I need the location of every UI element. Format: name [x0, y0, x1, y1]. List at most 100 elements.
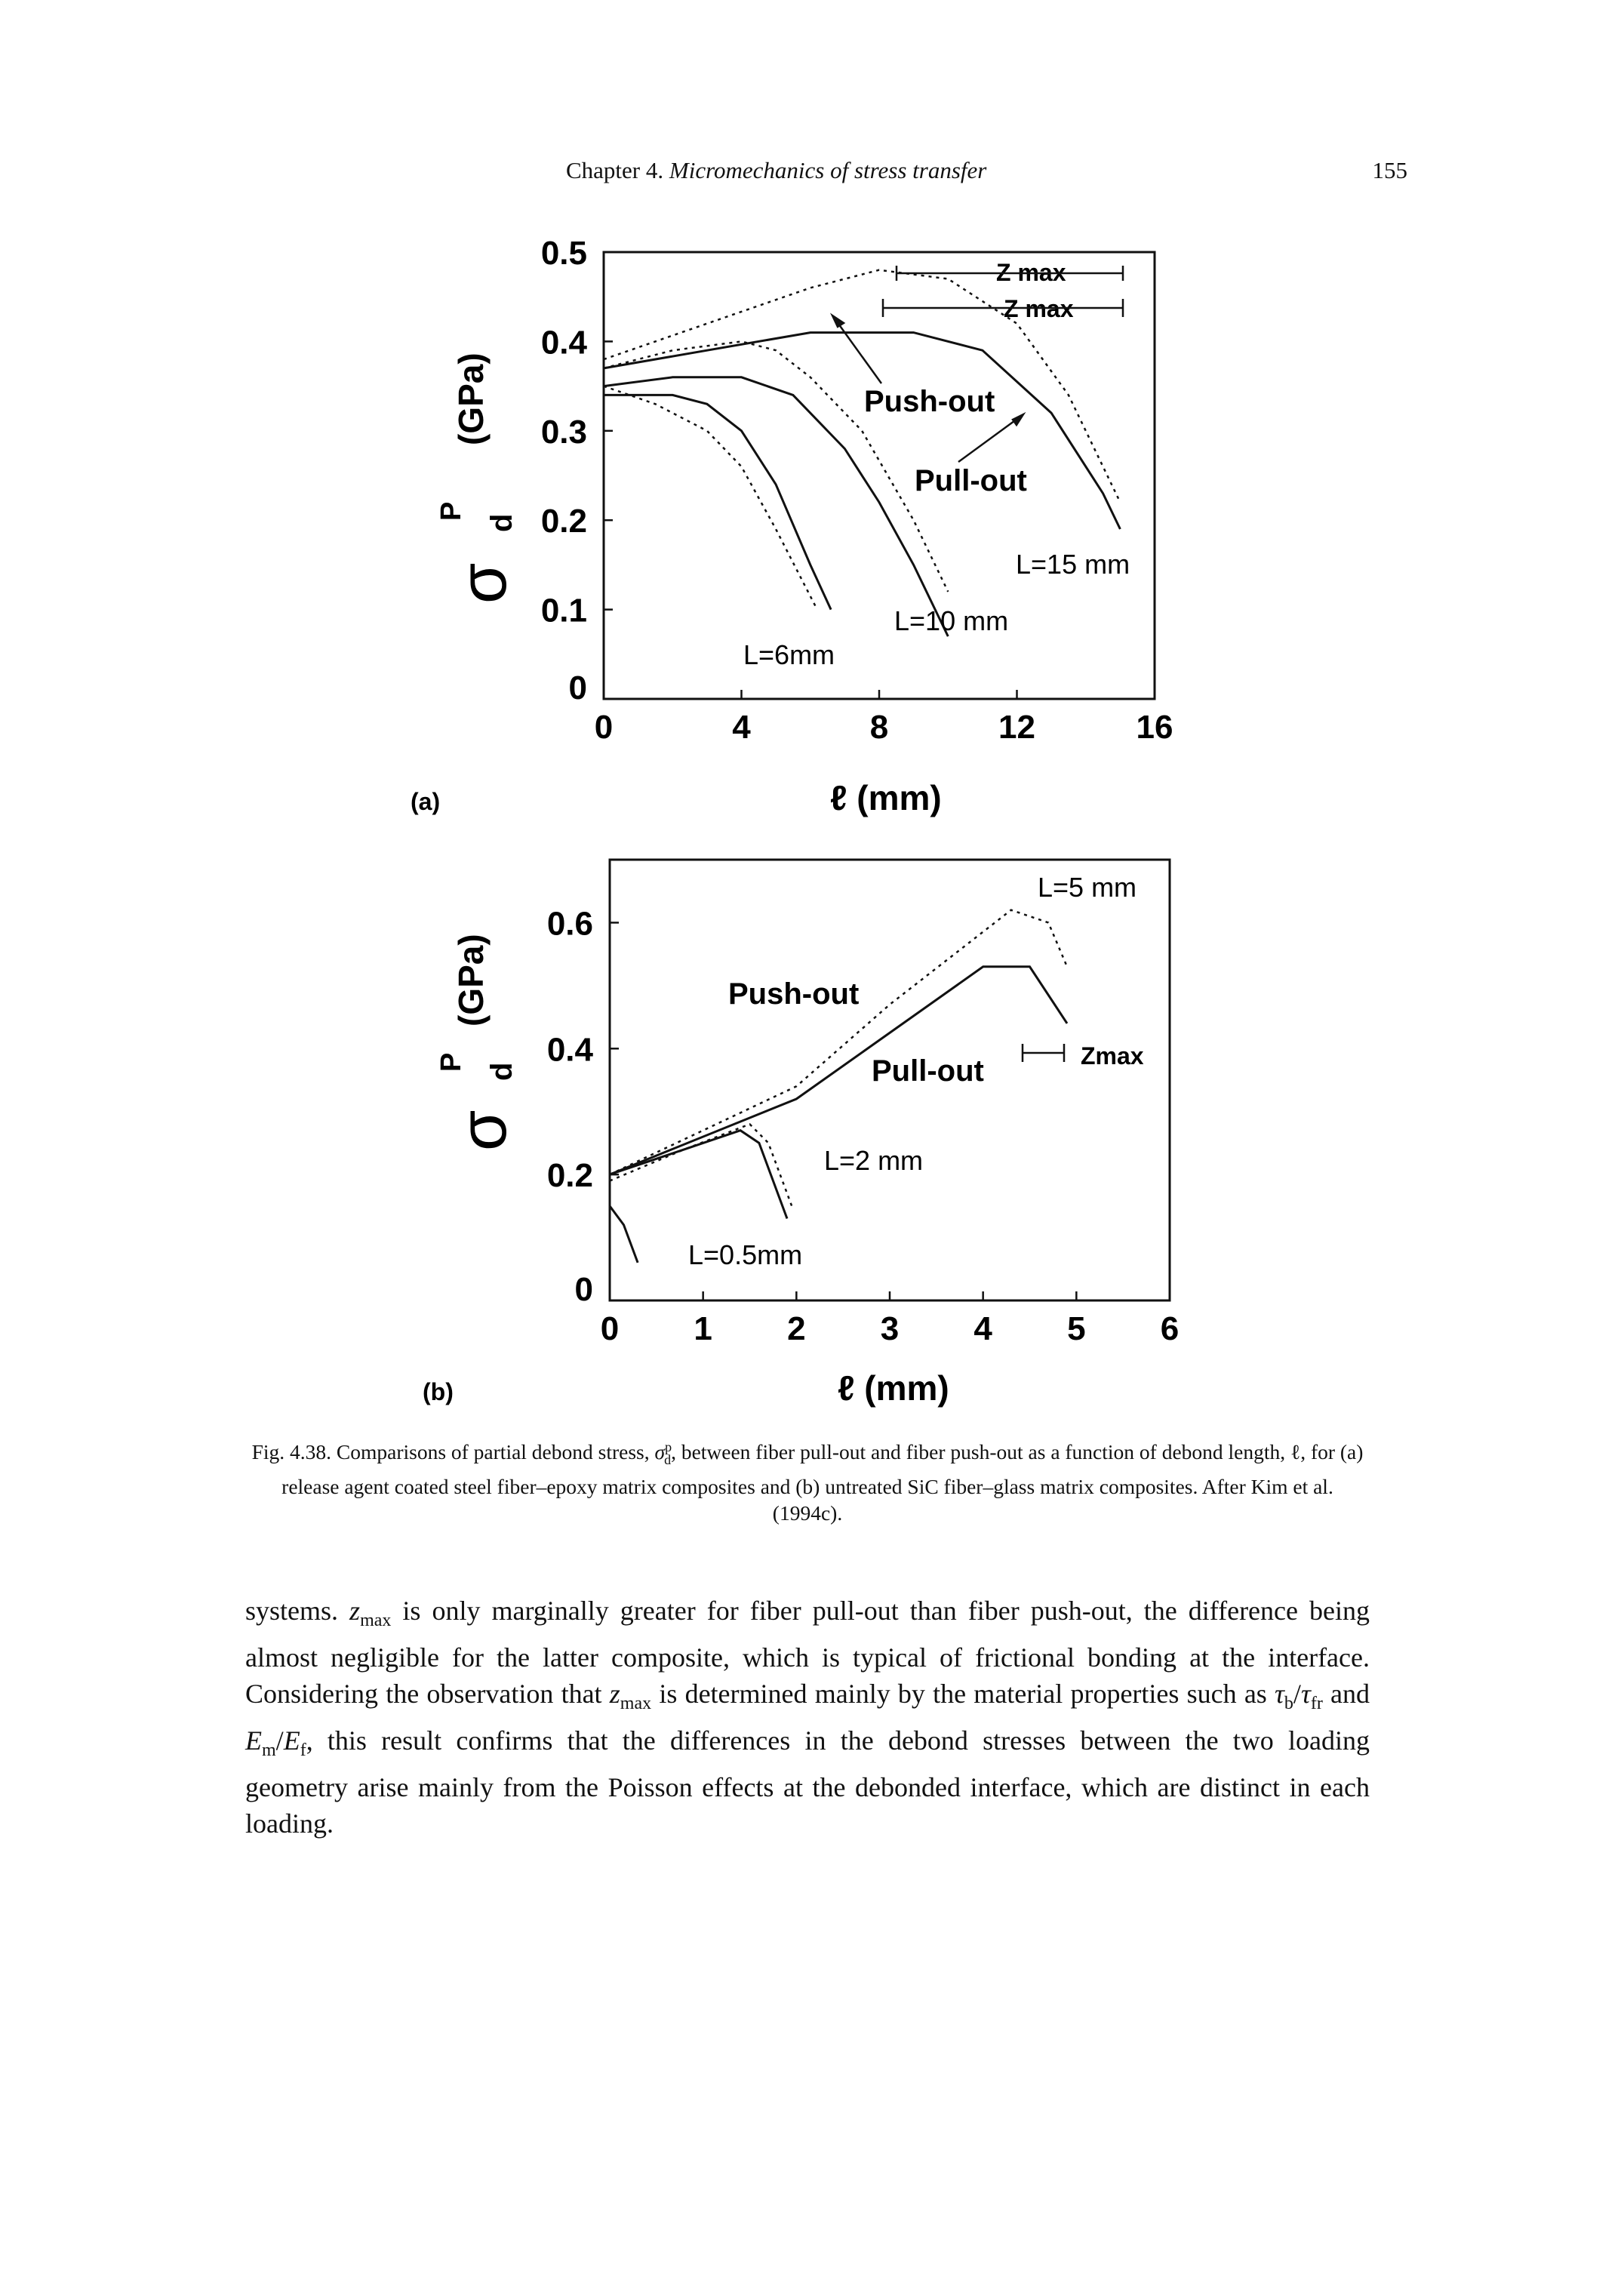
- label-L5: L=5 mm: [1038, 872, 1136, 903]
- body-paragraph: systems. zmax is only marginally greater…: [245, 1593, 1370, 1842]
- caption-sigma: σ: [654, 1440, 666, 1464]
- panel-a-ylabel-sup: P: [435, 502, 467, 521]
- body-zmax-2-sub: max: [620, 1694, 652, 1714]
- panel-a-annotations: [829, 266, 1124, 463]
- panel-b-ylabel-sub: d: [485, 1063, 518, 1081]
- panel-b: 0 1 2 3 4 5 6 0 0.2 0.4 0.6 σ P d (GPa) (b) ℓ (mm…: [423, 858, 1179, 1408]
- pull-out-arrowhead: [1011, 411, 1026, 427]
- panel-a-y-ticks: 00.10.20.30.40.5: [541, 235, 613, 706]
- panel-a-y-axis-label: σ P d (GPa): [435, 352, 520, 604]
- panel-b-series-3-solid: [609, 965, 1069, 1176]
- body-Ef: E: [283, 1725, 300, 1756]
- body-tau-fr-sub: fr: [1310, 1694, 1323, 1714]
- panel-a-series-3-dashed: [603, 340, 949, 592]
- body-text: systems. zmax is only marginally greater…: [245, 1593, 1370, 1842]
- panel-a-x-tick-label-2: 8: [870, 709, 888, 746]
- panel-b-series-4-dashed: [609, 909, 1069, 1176]
- pull-out-arrow-line: [958, 415, 1021, 463]
- panel-b-x-tick-label-2: 2: [787, 1310, 805, 1347]
- panel-a-x-tick-label-1: 4: [732, 709, 751, 746]
- body-Ef-sub: f: [300, 1740, 306, 1761]
- label-pull-out-b: Pull-out: [872, 1054, 984, 1088]
- panel-a-x-tick-label-0: 0: [595, 709, 613, 746]
- panel-b-x-tick-label-3: 3: [881, 1310, 899, 1347]
- running-header: Chapter 4. Micromechanics of stress tran…: [566, 157, 1539, 202]
- panel-a-series-0-solid: [604, 393, 832, 611]
- page-number: 155: [1372, 157, 1408, 183]
- panel-b-series: [608, 909, 1069, 1263]
- panel-b-x-tick-label-0: 0: [601, 1310, 619, 1347]
- panel-b-y-tick-label-0: 0: [575, 1271, 593, 1308]
- body-slash-2: /: [275, 1725, 284, 1756]
- push-out-arrow-line: [833, 318, 883, 384]
- figure-caption: Fig. 4.38. Comparisons of partial debond…: [249, 1434, 1366, 1526]
- panel-b-y-tick-label-1: 0.2: [547, 1157, 593, 1194]
- panel-a-y-tick-label-1: 0.1: [541, 592, 587, 629]
- label-push-out-b: Push-out: [728, 977, 859, 1011]
- body-tau-b: τ: [1275, 1679, 1284, 1710]
- body-word-1: systems.: [245, 1596, 339, 1626]
- panel-a-x-axis-label: ℓ (mm): [830, 778, 942, 817]
- body-zmax-2: z: [609, 1679, 620, 1710]
- panel-a-ylabel-unit: (GPa): [451, 352, 491, 445]
- panel-a-y-tick-label-5: 0.5: [541, 235, 587, 272]
- body-part-1: is only marginally greater for fiber pul…: [245, 1596, 1370, 1710]
- panel-b-x-tick-label-1: 1: [694, 1310, 712, 1347]
- panel-a-series-5-dashed: [603, 269, 1121, 503]
- body-part-2: is determined mainly by the material pro…: [651, 1679, 1275, 1710]
- body-slash-1: /: [1293, 1679, 1301, 1710]
- panel-a-series-2-solid: [603, 376, 949, 637]
- caption-sigma-sup: p: [665, 1439, 672, 1454]
- panel-a-x-tick-label-3: 12: [998, 709, 1035, 746]
- panel-b-x-tick-label-5: 5: [1067, 1310, 1085, 1347]
- body-tau-b-sub: b: [1284, 1694, 1293, 1714]
- body-Em-sub: m: [262, 1740, 276, 1761]
- panel-b-x-tick-label-4: 4: [973, 1310, 992, 1347]
- panel-b-y-ticks: 0 0.2 0.4 0.6: [547, 905, 619, 1308]
- panel-b-annotations: [1021, 1044, 1066, 1062]
- body-zmax-1: z: [349, 1596, 361, 1626]
- panel-b-y-axis-label: σ P d (GPa): [435, 934, 520, 1151]
- panel-a-ylabel-sub: d: [485, 514, 518, 532]
- panel-b-ylabel-unit: (GPa): [451, 934, 491, 1026]
- label-L2: L=2 mm: [824, 1145, 923, 1176]
- push-out-arrowhead: [829, 312, 846, 328]
- chapter-number: Chapter 4.: [566, 157, 664, 183]
- panel-b-series-2-dashed: [609, 1122, 793, 1207]
- panel-b-ylabel-symbol: σ: [445, 1110, 520, 1151]
- panel-a-y-tick-label-3: 0.3: [541, 414, 587, 451]
- panel-b-y-tick-label-3: 0.6: [547, 905, 593, 942]
- caption-symbol: σpd: [654, 1439, 672, 1467]
- panel-a: 0 4 8 12 16 0 0.1 0.2 0.3 0.4 0.5 σ P d (GPa) (a)…: [411, 235, 1173, 817]
- panel-a-series-1-dashed: [603, 385, 819, 611]
- panel-b-y-tick-label-2: 0.4: [547, 1031, 594, 1068]
- panel-b-x-tick-label-6: 6: [1161, 1310, 1179, 1347]
- panel-a-ylabel-symbol: σ: [445, 563, 520, 604]
- panel-b-label: (b): [423, 1378, 454, 1405]
- panel-b-series-1-solid: [609, 1129, 789, 1220]
- body-zmax-1-sub: max: [360, 1611, 392, 1631]
- label-push-out-a: Push-out: [864, 385, 995, 418]
- body-part-3: , this result confirms that the differen…: [245, 1725, 1370, 1839]
- panel-b-series-0-solid: [608, 1205, 639, 1263]
- body-and: and: [1322, 1679, 1370, 1710]
- caption-text: , between fiber pull-out and fiber push-…: [281, 1440, 1364, 1525]
- panel-a-y-tick-label-2: 0.2: [541, 503, 587, 540]
- panel-b-ylabel-sup: P: [435, 1053, 467, 1072]
- chapter-title: Micromechanics of stress transfer: [669, 157, 987, 183]
- panel-a-label: (a): [411, 788, 440, 815]
- panel-a-series-4-solid: [603, 331, 1121, 530]
- label-L15: L=15 mm: [1016, 549, 1130, 580]
- body-tau-fr: τ: [1300, 1679, 1311, 1710]
- panel-a-x-ticks: 0 4 8 12 16: [595, 690, 1173, 746]
- panel-a-y-tick-label-4: 0.4: [541, 324, 588, 361]
- caption-prefix: Fig. 4.38. Comparisons of partial debond…: [251, 1440, 650, 1464]
- running-title: Chapter 4. Micromechanics of stress tran…: [566, 157, 986, 184]
- panel-a-x-tick-label-4: 16: [1136, 709, 1173, 746]
- panel-a-series: [603, 269, 1121, 637]
- label-pull-out-a: Pull-out: [915, 464, 1027, 497]
- panel-b-x-ticks: 0 1 2 3 4 5 6: [601, 1291, 1179, 1347]
- body-Em: E: [245, 1725, 262, 1756]
- panel-b-x-axis-label: ℓ (mm): [838, 1368, 949, 1408]
